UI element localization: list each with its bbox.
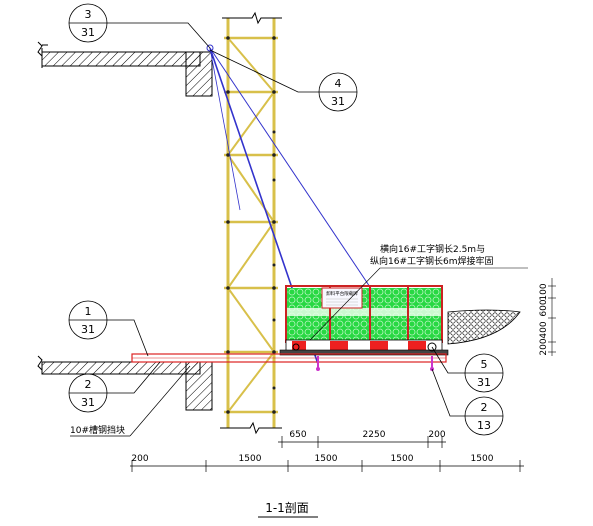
lower-dimension-line [130, 460, 524, 472]
beam-note-line2: 纵向16#工字钢长6m焊接牢固 [370, 255, 494, 267]
dim-2250: 2250 [363, 430, 386, 440]
toe-board [285, 339, 443, 353]
callout-5-top: 5 [481, 358, 488, 371]
dim-v-600: 600 [539, 299, 549, 316]
upper-dimension-line [278, 436, 446, 448]
callout-1-top: 1 [85, 305, 92, 318]
section-title: 1-1剖面 [265, 501, 309, 515]
dim-v-200: 200 [539, 338, 549, 355]
dim-200-lower: 200 [131, 454, 148, 464]
callout-3-31 [68, 3, 211, 49]
dim-v-100: 100 [539, 283, 549, 300]
callout-1-31 [68, 300, 149, 357]
lower-floor-slab [37, 355, 213, 411]
callout-2b-bottom: 13 [477, 419, 491, 432]
gravel-pile [447, 309, 521, 345]
upper-floor-slab [37, 41, 213, 97]
dim-1500-c: 1500 [391, 454, 414, 464]
dim-200-upper: 200 [428, 430, 445, 440]
callout-4-top: 4 [335, 77, 342, 90]
i-beam [131, 353, 447, 371]
callout-5-bottom: 31 [477, 376, 491, 389]
callout-2-13 [431, 368, 504, 436]
callout-3-top: 3 [85, 8, 92, 21]
vertical-dimension [548, 278, 556, 356]
dim-v-400: 400 [539, 321, 549, 338]
dim-1500-d: 1500 [471, 454, 494, 464]
callout-4-bottom: 31 [331, 95, 345, 108]
callout-2b-top: 2 [481, 401, 488, 414]
callout-2a-bottom: 31 [81, 396, 95, 409]
beam-note: 横向16#工字钢长2.5m与 纵向16#工字钢长6m焊接牢固 [309, 243, 528, 341]
load-limit-sign [321, 287, 363, 309]
callout-5-31 [431, 346, 504, 393]
channel-block-label: 10#槽钢挡块 [70, 424, 125, 436]
dim-650: 650 [289, 430, 306, 440]
callout-2a-top: 2 [85, 378, 92, 391]
channel-block-leader [70, 365, 191, 437]
beam-note-line1: 横向16#工字钢长2.5m与 [380, 243, 485, 255]
unloading-platform: 卸料平台限载牌 [279, 285, 449, 356]
callout-4-31 [209, 49, 358, 112]
callout-2-31 [68, 361, 161, 413]
callout-1-bottom: 31 [81, 323, 95, 336]
sign-text: 卸料平台限载牌 [326, 290, 358, 297]
dim-1500-b: 1500 [315, 454, 338, 464]
callout-3-bottom: 31 [81, 26, 95, 39]
dim-1500-a: 1500 [239, 454, 262, 464]
